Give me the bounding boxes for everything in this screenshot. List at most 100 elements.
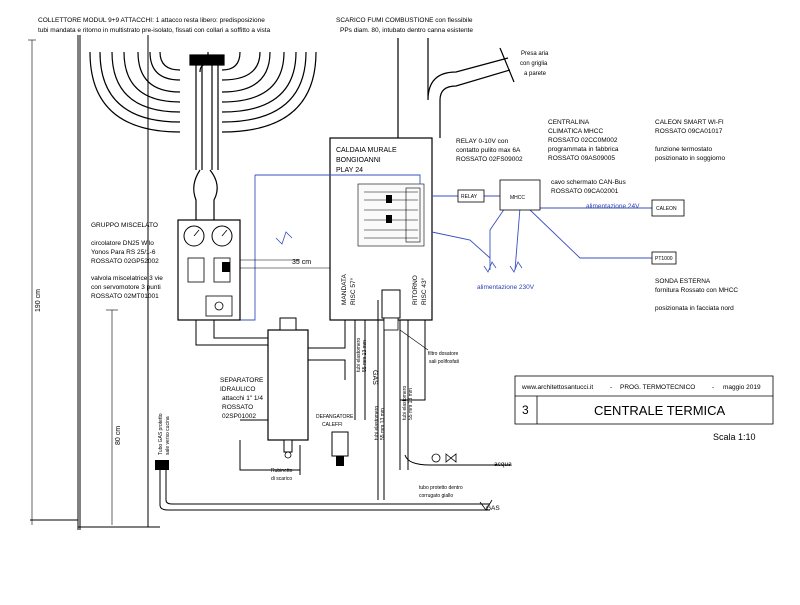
centralina-text-4: programmata in fabbrica	[548, 146, 619, 153]
filtro-text-2: sali polifosfati	[429, 359, 459, 365]
dim-35-label: 35 cm	[292, 259, 311, 266]
dimension-80: 80 cm	[106, 309, 122, 525]
isol-label-2: 55 mm 13 mm	[362, 340, 368, 372]
relay-box: RELAY	[457, 189, 485, 203]
tubo-gas-text-2: corrugato giallo	[419, 493, 453, 499]
gas-line	[155, 460, 493, 511]
gas-vertical-label: GAS	[371, 370, 378, 385]
gruppo-text-4: valvola miscelatrice 3 vie	[91, 275, 163, 282]
title-scale: Scala 1:10	[713, 432, 756, 442]
filtro-text-1: filtro dosatore	[428, 351, 459, 357]
collector-pipes	[89, 51, 317, 220]
gruppo-text-5: con servomotore 3 punti	[91, 284, 161, 291]
power-24v-label: alimentazione 24V	[586, 203, 640, 210]
collector-text-1: COLLETTORE MODUL 9+9 ATTACCHI: 1 attacco…	[38, 17, 265, 24]
relay-text-1: RELAY 0-10V con	[456, 138, 509, 145]
centralina-text-3: ROSSATO 02CC0M002	[548, 137, 618, 144]
separatore-text-4: ROSSATO	[222, 404, 253, 411]
ritorno-label-2: RISC 43°	[420, 277, 428, 305]
dim-190-label: 190 cm	[35, 289, 42, 312]
tubo-gas-vert-2: sale verso cucina	[165, 416, 171, 455]
centralina-text-1: CENTRALINA	[548, 119, 590, 126]
dirt-separator	[331, 431, 349, 466]
dimension-190: 190 cm	[28, 39, 42, 525]
tubo-gas-vert-1: Tubo GAS protetto	[158, 413, 164, 455]
sonda-text-2: fornitura Rossato con MHCC	[655, 287, 738, 294]
centralina-text-5: ROSSATO 09AS09005	[548, 155, 615, 162]
drain-text-1: Rubinetto	[271, 468, 293, 474]
air-text-1: Presa aria	[521, 51, 549, 57]
boiler-unit: CALDAIA MURALE BONGIOANNI PLAY 24 MANDAT…	[329, 137, 433, 321]
title-date: maggio 2019	[723, 384, 761, 391]
separatore-text-5: 02SP01002	[222, 413, 256, 420]
flue-text-1: SCARICO FUMI COMBUSTIONE con flessibile	[336, 17, 473, 24]
centralina-text-2: CLIMATICA MHCC	[548, 128, 603, 135]
caleon-text-4: posizionato in soggiorno	[655, 155, 725, 162]
mhcc-box-label: MHCC	[510, 195, 525, 201]
caleon-box-label: CALEON	[656, 206, 677, 212]
relay-text-2: contatto pulito max 6A	[456, 147, 521, 154]
flue-pipe	[397, 38, 515, 138]
isol-label-4: 55 mm 13 mm	[408, 388, 414, 420]
ritorno-label-1: RITORNO	[412, 275, 419, 305]
gruppo-text-1: circolatore DN25 Wilo	[91, 240, 154, 247]
caleon-text-3: funzione termostato	[655, 146, 712, 153]
flue-text-2: PPs diam. 80, intubato dentro canna esis…	[340, 27, 473, 34]
gas-h-label: GAS	[486, 505, 500, 512]
gruppo-text-6: ROSSATO 02MT01001	[91, 293, 159, 300]
boiler-label-1: CALDAIA MURALE	[336, 147, 397, 154]
mandata-label-2: RISC 57°	[349, 277, 357, 305]
boiler-label-3: PLAY 24	[336, 167, 363, 174]
separatore-text-1: SEPARATORE	[220, 377, 264, 384]
relay-text-3: ROSSATO 02FS09002	[456, 156, 523, 163]
wall-lines	[30, 35, 160, 530]
dim-80-label: 80 cm	[115, 426, 122, 445]
title-block: www.architettosantucci.it - PROG. TERMOT…	[514, 375, 774, 442]
hydraulic-piping	[159, 300, 510, 511]
dosing-filter	[381, 289, 429, 351]
canbus-text-1: cavo schermato CAN-Bus	[551, 179, 627, 186]
sonda-text-3: posizionata in facciata nord	[655, 305, 734, 312]
isol-label-1: tubi elastomero	[356, 338, 362, 372]
air-text-2: con griglia	[520, 61, 548, 67]
mixing-group: 35 cm	[177, 219, 330, 321]
collector-text-2: tubi mandata e ritorno in multistrato pr…	[38, 27, 271, 34]
sonda-box: PT1000	[651, 251, 677, 265]
title-number: 3	[522, 403, 529, 417]
defangatore-text-2: CALEFFI	[322, 422, 343, 428]
title-sep-2: -	[712, 384, 714, 391]
caleon-text-1: CALEON SMART WI-FI	[655, 119, 724, 126]
defangatore-text-1: DEFANGATORE	[316, 414, 354, 420]
power-breaks	[275, 231, 523, 273]
gruppo-text-2: Yonos Para RS 25/1-6	[91, 249, 156, 256]
air-text-3: a parete	[524, 71, 547, 77]
isol-label-5: tubi elastomero	[374, 406, 380, 440]
gruppo-text-3: ROSSATO 02GP52002	[91, 258, 159, 265]
separatore-text-3: attacchi 1" 1/4	[222, 395, 263, 402]
sonda-box-label: PT1000	[655, 256, 673, 262]
relay-box-label: RELAY	[461, 194, 478, 200]
sonda-text-1: SONDA ESTERNA	[655, 278, 711, 285]
canbus-text-2: ROSSATO 09CA02001	[551, 188, 619, 195]
boiler-label-2: BONGIOANNI	[336, 157, 381, 164]
caleon-box: CALEON	[651, 199, 685, 217]
title-sep-1: -	[610, 384, 612, 391]
tubo-gas-text-1: tubo protetto dentro	[419, 485, 463, 491]
drain-text-2: di scarico	[271, 476, 292, 482]
mhcc-box: MHCC	[499, 179, 541, 211]
title-main: CENTRALE TERMICA	[594, 403, 726, 418]
separatore-text-2: IDRAULICO	[220, 386, 255, 393]
separator-body	[267, 317, 309, 459]
title-website: www.architettosantucci.it	[521, 384, 593, 391]
gruppo-title: GRUPPO MISCELATO	[91, 222, 158, 229]
caleon-text-2: ROSSATO 09CA01017	[655, 128, 723, 135]
acqua-label: acqua	[494, 461, 512, 468]
power-230v-label: alimentazione 230V	[477, 284, 535, 291]
water-valve	[431, 453, 457, 463]
isol-label-6: 55 mm 13 mm	[380, 408, 386, 440]
title-project: PROG. TERMOTECNICO	[620, 384, 695, 391]
mandata-label-1: MANDATA	[341, 274, 348, 305]
isol-label-3: tubi elastomero	[402, 386, 408, 420]
